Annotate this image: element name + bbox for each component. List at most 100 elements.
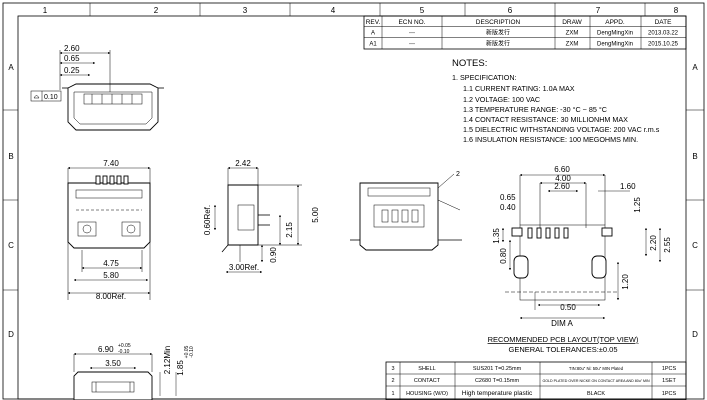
dim-label: 3.50 <box>105 359 121 368</box>
bom-cell: CONTACT <box>414 378 441 384</box>
row-marker: C <box>692 241 698 250</box>
dim-label: 4.00 <box>555 174 571 183</box>
bom-cell: TIN:80u" Ni: 50u" MIN Plated <box>569 366 624 371</box>
bom-cell: 1PCS <box>662 366 677 372</box>
pcb-layout-view <box>501 173 662 320</box>
bom-cell: SUS201 T=0.25mm <box>473 366 522 372</box>
notes-line: 1. SPECIFICATION: <box>452 73 517 82</box>
dim-label: 1.85 <box>176 360 185 376</box>
bom-cell: GOLD PLATED OVER NICKE ON CONTACT AREA A… <box>542 379 650 383</box>
dim-label: 2.60 <box>554 182 570 191</box>
dim-label: 0.40 <box>500 203 516 212</box>
dim-label: 0.80 <box>499 248 508 264</box>
column-markers: 1 2 3 4 5 6 7 8 <box>43 6 679 15</box>
row-marker: D <box>8 330 14 339</box>
bom-cell: 1 <box>391 391 394 397</box>
rev-cell: ZXM <box>566 42 579 48</box>
rev-cell: ZXM <box>566 31 579 37</box>
dim-label: 8.00Ref. <box>96 292 126 301</box>
row-marker: D <box>692 330 698 339</box>
bom-cell: 3 <box>391 366 394 372</box>
col-marker: 1 <box>43 6 48 15</box>
dim-label: 0.65 <box>500 193 516 202</box>
bottom-view <box>73 352 177 400</box>
dim-label: 4.75 <box>103 259 119 268</box>
dim-label: 2.15 <box>285 222 294 238</box>
notes-line: 1.4 CONTACT RESISTANCE: 30 MILLIONHM MAX <box>463 115 628 124</box>
dim-label: 6.60 <box>554 165 570 174</box>
dim-label: 0.65 <box>64 54 80 63</box>
dim-label: 2.20 <box>649 235 658 251</box>
rev-cell: --- <box>409 42 415 48</box>
dim-label: +0.05 <box>184 345 190 358</box>
rev-cell: --- <box>409 31 415 37</box>
revision-table: REV. ECN NO. DESCRIPTION DRAW APPD. DATE… <box>363 15 687 50</box>
rear-view <box>350 173 462 251</box>
rev-cell: 新版发行 <box>486 29 510 37</box>
dim-label: 0.25 <box>64 66 80 75</box>
rev-header: DRAW <box>562 19 582 26</box>
rev-cell: 2013.03.22 <box>648 31 679 37</box>
bom-cell: High temperature plastic <box>462 390 533 397</box>
rev-cell: DengMingXin <box>597 42 633 48</box>
rev-header: DESCRIPTION <box>476 19 521 26</box>
col-marker: 4 <box>331 6 336 15</box>
col-marker: 6 <box>508 6 513 15</box>
dim-label: 1.35 <box>492 228 501 244</box>
row-marker: A <box>692 63 698 72</box>
rev-header: DATE <box>655 19 673 26</box>
dim-label: 5.80 <box>103 271 119 280</box>
dim-label: +0.05 <box>118 343 131 349</box>
dim-label: 2.12Min <box>163 346 172 374</box>
bom-cell: SHELL <box>418 366 435 372</box>
bom-cell: HOUSING (W/O) <box>406 391 448 397</box>
notes-line: 1.2 VOLTAGE: 100 VAC <box>463 95 540 104</box>
balloon-label: 2 <box>456 171 460 178</box>
notes-line: 1.3 TEMPERATURE RANGE: -30 °C ~ 85 °C <box>463 105 607 114</box>
rev-cell: DengMingXin <box>597 31 633 37</box>
dim-label: 7.40 <box>103 159 119 168</box>
flatness-symbol: 0.10 <box>30 90 62 102</box>
rev-cell: A <box>371 31 375 37</box>
pcb-caption: RECOMMENDED PCB LAYOUT(TOP VIEW) GENERAL… <box>488 335 639 354</box>
rev-header: REV. <box>366 19 381 26</box>
rev-header: APPD. <box>605 19 625 26</box>
notes-title: NOTES: <box>452 58 487 69</box>
bom-table: 3 SHELL SUS201 T=0.25mm TIN:80u" Ni: 50u… <box>385 361 687 400</box>
col-marker: 8 <box>674 6 679 15</box>
pcb-caption-tolerance: GENERAL TOLERANCES:±0.05 <box>508 345 617 354</box>
notes-line: 1.1 CURRENT RATING: 1.0A MAX <box>463 84 575 93</box>
col-marker: 2 <box>154 6 159 15</box>
dim-label: 5.00 <box>311 207 320 223</box>
dim-label: 2.42 <box>235 159 251 168</box>
row-marker: B <box>692 152 697 161</box>
dim-label: 1.25 <box>633 197 642 213</box>
notes-block: NOTES: 1. SPECIFICATION: 1.1 CURRENT RAT… <box>452 58 660 144</box>
notes-line: 1.6 INSULATION RESISTANCE: 100 MEGOHMS M… <box>463 135 638 144</box>
pcb-caption-title: RECOMMENDED PCB LAYOUT(TOP VIEW) <box>488 335 639 344</box>
bom-cell: C2680 T=0.15mm <box>475 378 519 384</box>
bom-cell: 1SET <box>662 378 676 384</box>
dim-label: 0.10 <box>44 94 58 101</box>
front-view <box>67 166 151 300</box>
col-marker: 5 <box>420 6 425 15</box>
dim-label: 1.20 <box>621 274 630 290</box>
side-view <box>213 166 302 274</box>
front-view-detail <box>59 50 164 131</box>
row-marker: B <box>8 152 13 161</box>
bom-cell: BLACK <box>587 391 605 397</box>
dim-label: -0.10 <box>118 349 130 355</box>
dim-label: 0.60Ref. <box>203 205 212 235</box>
dim-label: DIM A <box>551 319 573 328</box>
dim-label: -0.10 <box>189 346 195 358</box>
bom-cell: 2 <box>391 378 394 384</box>
dim-label: 3.00Ref. <box>229 263 259 272</box>
rev-header: ECN NO. <box>398 19 425 26</box>
col-marker: 3 <box>243 6 248 15</box>
dim-label: 6.90 <box>98 345 114 354</box>
dim-label: 0.90 <box>269 247 278 263</box>
row-markers: A B C D A B C D <box>8 63 698 339</box>
dim-label: 2.60 <box>64 44 80 53</box>
